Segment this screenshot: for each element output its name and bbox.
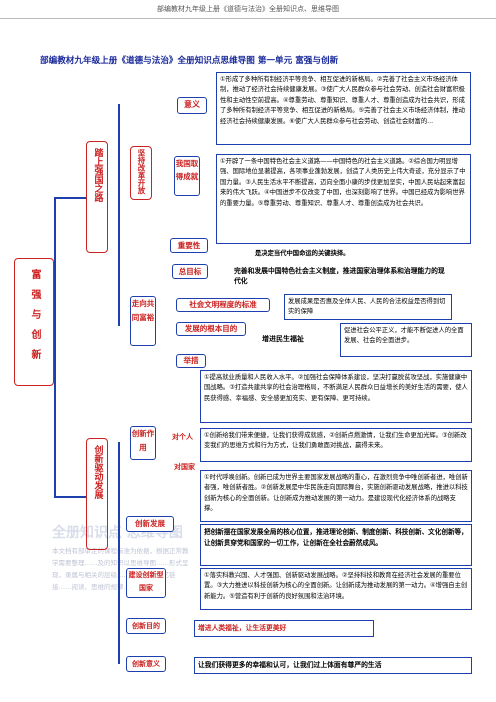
fazhan-box: 把创新摆在国家发展全局的核心位置，推进理论创新、制度创新、科技创新、文化创新等，… — [200, 524, 472, 566]
biaozhun-box: 发展成果是否惠及全体人民、人民的合法权益是否得到切实的保障 — [284, 294, 452, 320]
chuangxin-label-text: 创新作用 — [131, 429, 155, 452]
connector-root-b1 — [54, 197, 56, 497]
zongmubiao-label: 总目标 — [172, 264, 208, 279]
mudi-b-box: 促进社会公平正义，才能不断促进人的全面发展、社会的全面进步。 — [340, 323, 472, 357]
duiren-label: 对个人 — [172, 433, 193, 441]
branch-1: 踏上强国之路 — [86, 141, 108, 253]
duiren-text: ①创新给我们带来便捷，让我们获得成就感，②创新点燃激情，让我们生命更加光辉。③创… — [204, 432, 467, 450]
mudi2-label: 创新目的 — [126, 618, 166, 634]
jianshe-label-text: 建设创新型国家 — [128, 571, 164, 592]
watermark-sub: 本文档有部审定的课程标准为依据，根据正常教学需要整理……及的知识以思维导图……形… — [52, 547, 189, 591]
gongtong-label: 走向共同富裕 — [130, 296, 156, 346]
duiguo-label: 对国家 — [174, 463, 195, 471]
chengjiu-text: ①开辟了一条中国特色社会主义道路——中国特色的社会主义道路。②综合国力明显增强、… — [220, 158, 466, 207]
branch-1-sub: 坚持改革开放 — [130, 146, 152, 200]
mudi2-text: 增进人类福祉，让生活更美好 — [198, 624, 287, 632]
chengjiu-label: 我国取得成就 — [174, 156, 200, 196]
root-label: 富强与创新 — [29, 269, 40, 369]
jucuo-label: 举措 — [176, 354, 206, 368]
jucuo-text: ①提高就业质量和人民收入水平。②加强社会保障体系建设，坚决打赢脱贫攻坚战，实施健… — [204, 374, 468, 402]
mudi-a: 增进民生福祉 — [262, 335, 304, 343]
fazhan-label: 创新发展 — [126, 516, 174, 532]
chengjiu-label-text: 我国取得成就 — [175, 159, 199, 181]
yiyi2-text: 让我们获得更多的幸福和认可，让我们过上体面有尊严的生活 — [198, 661, 382, 669]
yiyi-label: 意义 — [177, 97, 207, 114]
mudi-label: 发展的根本目的 — [176, 322, 246, 336]
page-title: 部编教材九年级上册《道德与法治》全册知识点思维导图 第一单元 富强与创新 — [40, 56, 339, 66]
connector-b1-tree — [118, 104, 120, 326]
branch-1-sub-label: 坚持改革开放 — [137, 149, 146, 194]
connector-b2 — [54, 496, 86, 498]
branch-2: 创新驱动发展 — [86, 438, 108, 550]
mudi2-box: 增进人类福祉，让生活更美好 — [194, 620, 374, 637]
root-node: 富强与创新 — [14, 258, 54, 386]
zhongyao-text: 是决定当代中国命运的关键抉择。 — [255, 250, 350, 257]
gongtong-label-text: 走向共同富裕 — [131, 299, 155, 322]
yiyi-text: ①形成了多种所有制经济平等竞争、相互促进的新格局。②完善了社会主义市场经济体制，… — [220, 76, 465, 125]
jianshe-box: ①落实科教兴国、人才强国、创新驱动发展战略。②坚持科技和教育在经济社会发展的重要… — [200, 568, 472, 610]
jianshe-text: ①落实科教兴国、人才强国、创新驱动发展战略。②坚持科技和教育在经济社会发展的重要… — [204, 572, 468, 600]
yiyi-box: ①形成了多种所有制经济平等竞争、相互促进的新格局。②完善了社会主义市场经济体制，… — [216, 72, 471, 145]
duiguo-box: ①时代呼唤创新。创新已成为世界主要国家发展战略的重心，在激烈竞争中唯创新者进，唯… — [200, 470, 472, 522]
biaozhun-label: 社会文明程度的标准 — [176, 298, 270, 312]
mudi-b-text: 促进社会公平正义，才能不断促进人的全面发展、社会的全面进步。 — [344, 327, 464, 345]
yiyi2-label: 创新意义 — [126, 656, 166, 672]
branch-1-label: 踏上强国之路 — [92, 148, 103, 202]
page-header: 部编教材九年级上册《道德与法治》全册知识点、思维导图 — [0, 0, 496, 19]
jucuo-box: ①提高就业质量和人民收入水平。②加强社会保障体系建设，坚决打赢脱贫攻坚战，实施健… — [200, 370, 472, 423]
branch-2-label: 创新驱动发展 — [92, 445, 103, 499]
yiyi2-box: 让我们获得更多的幸福和认可，让我们过上体面有尊严的生活 — [194, 657, 472, 674]
zongmubiao-text: 完善和发展中国特色社会主义制度，推进国家治理体系和治理能力的现代化 — [234, 267, 445, 286]
zhongyao-label: 重要性 — [170, 238, 208, 253]
biaozhun-text: 发展成果是否惠及全体人民、人民的合法权益是否得到切实的保障 — [288, 298, 446, 316]
chuangxin-label: 创新作用 — [130, 426, 156, 460]
chengjiu-box: ①开辟了一条中国特色社会主义道路——中国特色的社会主义道路。②综合国力明显增强、… — [216, 154, 471, 244]
connector-b1 — [54, 197, 86, 199]
duiren-box: ①创新给我们带来便捷，让我们获得成就感，②创新点燃激情，让我们生命更加光辉。③创… — [200, 428, 472, 462]
duiguo-text: ①时代呼唤创新。创新已成为世界主要国家发展战略的重心，在激烈竞争中唯创新者进，唯… — [204, 474, 468, 513]
connector-b2-tree — [118, 442, 120, 664]
jianshe-label: 建设创新型国家 — [126, 568, 166, 598]
fazhan-text: 把创新摆在国家发展全局的核心位置，推进理论创新、制度创新、科技创新、文化创新等，… — [204, 528, 468, 547]
